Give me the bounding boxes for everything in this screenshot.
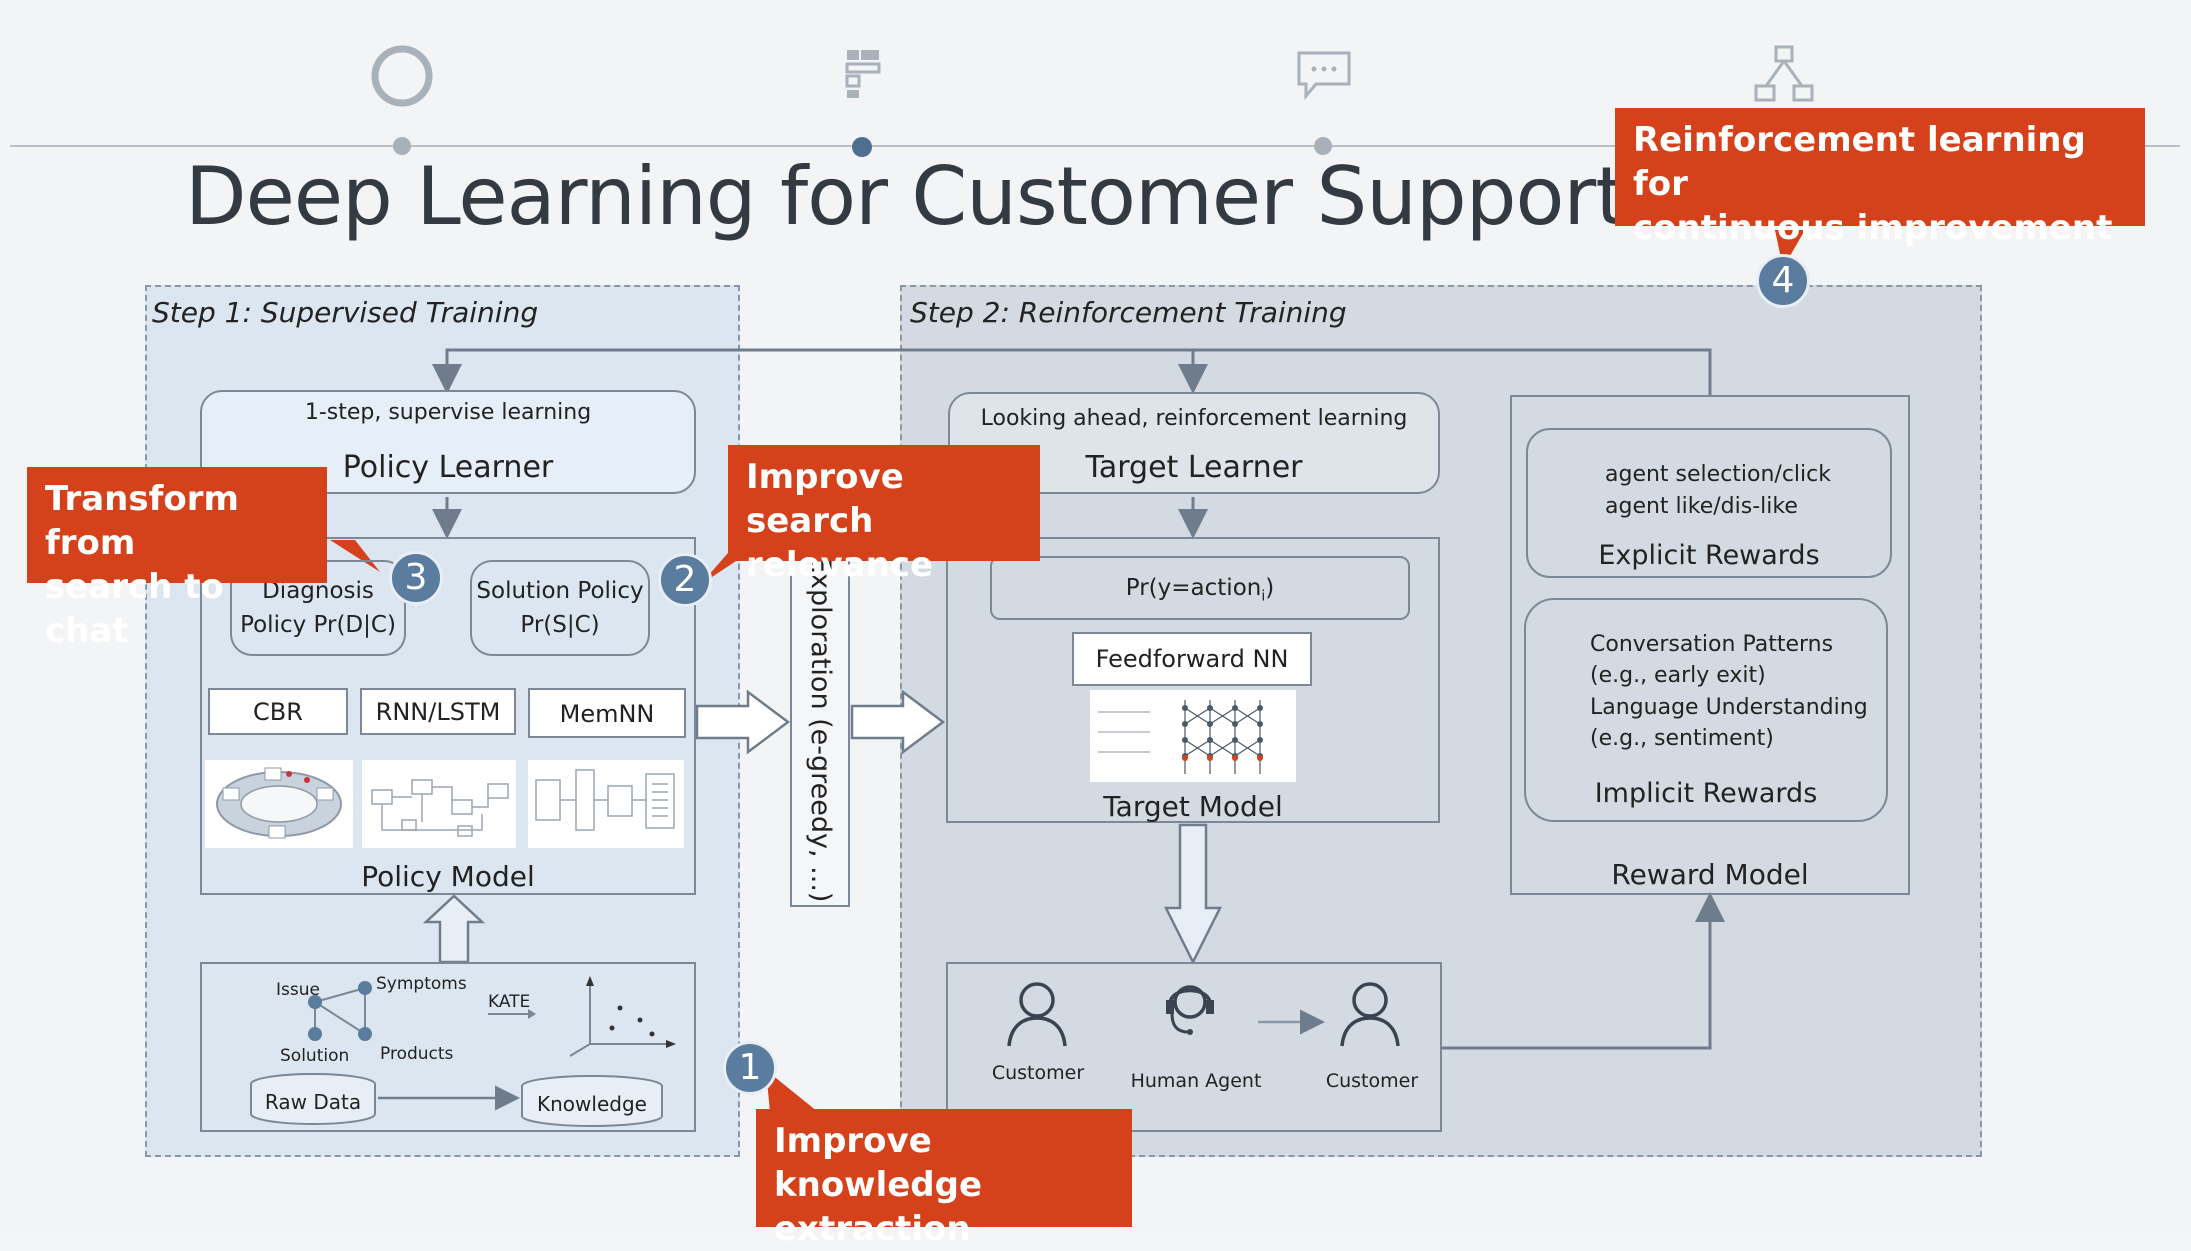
model-cbr xyxy=(208,688,348,735)
callout-transform-line1: Transform from xyxy=(45,479,239,563)
policy-model-label: Policy Model xyxy=(361,860,535,893)
customer-label: Customer xyxy=(991,1062,1085,1084)
pr-action-box xyxy=(990,556,1410,620)
step1-label: Step 1: Supervised Training xyxy=(152,296,539,329)
timeline-dot xyxy=(393,137,411,155)
implicit-rewards-line3: Language Understanding xyxy=(1590,695,1868,720)
node-products: Products xyxy=(380,1044,454,1064)
solution-policy-line2: Pr(S|C) xyxy=(520,612,600,638)
implicit-rewards-line4: (e.g., sentiment) xyxy=(1590,726,1774,751)
implicit-rewards-box xyxy=(1524,598,1888,822)
customer-label: Customer xyxy=(1325,1070,1419,1092)
explicit-rewards-title: Explicit Rewards xyxy=(1598,540,1820,571)
policy-learner-title: Policy Learner xyxy=(342,450,554,485)
explicit-rewards-line1: agent selection/click xyxy=(1605,462,1831,487)
diagnosis-policy-line2: Policy Pr(D|C) xyxy=(240,612,396,638)
node-issue: Issue xyxy=(276,980,320,1000)
callout-reinforcement: Reinforcement learning for continuous im… xyxy=(1615,108,2145,248)
exploration-label: Exploration (e-greedy, ...) xyxy=(805,556,836,903)
chat-bubble-icon xyxy=(1297,51,1351,101)
node-solution: Solution xyxy=(280,1046,350,1066)
policy-model-box xyxy=(200,537,696,895)
hierarchy-icon xyxy=(1754,45,1814,102)
explicit-rewards-line2: agent like/dis-like xyxy=(1605,494,1798,519)
raw-data-label: Raw Data xyxy=(264,1090,362,1114)
customer-icon xyxy=(1007,982,1067,1047)
blocks-icon xyxy=(845,50,881,98)
badge-2: 2 xyxy=(658,553,712,607)
cbr-diagram-thumbnail xyxy=(205,760,353,848)
explicit-rewards-box xyxy=(1526,428,1892,578)
feedforward-label: Feedforward NN xyxy=(1095,645,1289,673)
reward-model-box xyxy=(1510,395,1910,895)
timeline-dot-active xyxy=(852,137,872,157)
callout-knowledge-extraction-line2: extraction xyxy=(774,1209,971,1249)
knowledge-label: Knowledge xyxy=(537,1092,647,1116)
model-cbr-label: CBR xyxy=(253,698,303,726)
callout-knowledge-extraction: Improve knowledge extraction xyxy=(756,1109,1132,1249)
rnn-diagram-thumbnail xyxy=(362,760,516,848)
target-learner-title: Target Learner xyxy=(1085,450,1303,485)
implicit-rewards-line2: (e.g., early exit) xyxy=(1590,663,1766,688)
customer-icon xyxy=(1340,982,1400,1047)
badge-4: 4 xyxy=(1756,254,1810,308)
memnn-diagram-thumbnail xyxy=(528,760,684,848)
badge-1: 1 xyxy=(723,1041,777,1095)
solution-policy-box xyxy=(470,560,650,656)
model-rnn-lstm-label: RNN/LSTM xyxy=(375,698,501,726)
callout-knowledge-extraction-line1: Improve knowledge xyxy=(774,1121,983,1205)
solution-policy-line1: Solution Policy xyxy=(476,578,644,604)
model-rnn-lstm xyxy=(360,688,516,735)
model-memnn-label: MemNN xyxy=(559,700,655,728)
callout-reinforcement-line1: Reinforcement learning for xyxy=(1633,120,2086,204)
page-title: Deep Learning for Customer Support Bot xyxy=(185,150,1783,243)
callout-reinforcement-line2: continuous improvement xyxy=(1633,208,2113,248)
circle-icon xyxy=(371,45,433,107)
knowledge-graph xyxy=(250,976,676,1127)
knowledge-box xyxy=(200,962,696,1132)
callout-search-relevance-line1: Improve search xyxy=(746,457,904,541)
pr-action-label: Pr(y=actioni) xyxy=(1125,575,1275,605)
policy-learner-subtitle: 1-step, supervise learning xyxy=(304,400,592,425)
callout-search-relevance: Improve search relevance xyxy=(728,445,1040,585)
target-learner-subtitle: Looking ahead, reinforcement learning xyxy=(980,406,1408,431)
implicit-rewards-line1: Conversation Patterns xyxy=(1590,632,1834,657)
human-agent-icon xyxy=(1166,985,1214,1035)
human-agent-label: Human Agent xyxy=(1130,1070,1262,1092)
timeline-dot xyxy=(1314,137,1332,155)
badge-3: 3 xyxy=(389,551,443,605)
exploration-box xyxy=(790,545,850,907)
callout-search-relevance-line2: relevance xyxy=(746,545,934,585)
step2-label: Step 2: Reinforcement Training xyxy=(910,296,1347,329)
neural-network-thumbnail xyxy=(1090,690,1296,782)
callout-transform-line2: search to chat xyxy=(45,567,224,651)
conversation-box xyxy=(946,962,1442,1132)
model-memnn xyxy=(528,688,686,738)
timeline-line xyxy=(10,145,2180,147)
callout-transform: Transform from search to chat xyxy=(27,467,327,651)
implicit-rewards-title: Implicit Rewards xyxy=(1594,778,1818,809)
target-model-label: Target Model xyxy=(1103,790,1283,823)
feedforward-box xyxy=(1072,632,1312,686)
kate-label: KATE xyxy=(488,992,531,1012)
reward-model-label: Reward Model xyxy=(1611,858,1809,891)
target-model-box xyxy=(946,537,1440,823)
node-symptoms: Symptoms xyxy=(376,974,467,994)
